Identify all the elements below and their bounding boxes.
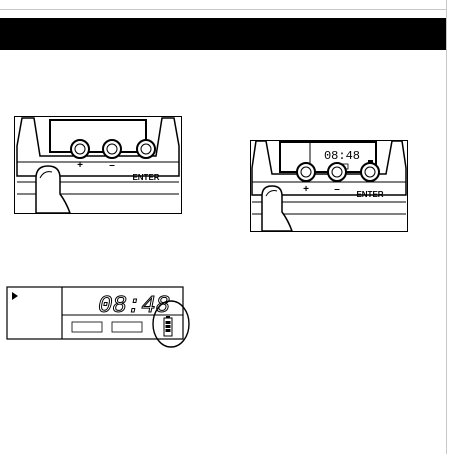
figure-b-device-display: 08:48 + – ENTER xyxy=(250,140,408,232)
figure-c-lcd-closeup: 08:48 xyxy=(6,286,202,350)
plus-button-label: + xyxy=(303,184,309,195)
figure-a-device-buttons: + – ENTER xyxy=(14,116,182,214)
plus-button-label: + xyxy=(77,160,83,171)
right-margin-rule xyxy=(446,0,447,454)
top-rule xyxy=(0,9,446,10)
section-header-bar xyxy=(0,18,446,50)
minus-button-label: – xyxy=(109,160,115,171)
lcd-window xyxy=(50,120,146,152)
lcd-time: 08:48 xyxy=(324,149,360,163)
enter-button-label: ENTER xyxy=(132,173,159,182)
battery-icon xyxy=(164,316,172,336)
enter-button-label: ENTER xyxy=(356,190,383,199)
minus-button-label: – xyxy=(334,184,340,195)
